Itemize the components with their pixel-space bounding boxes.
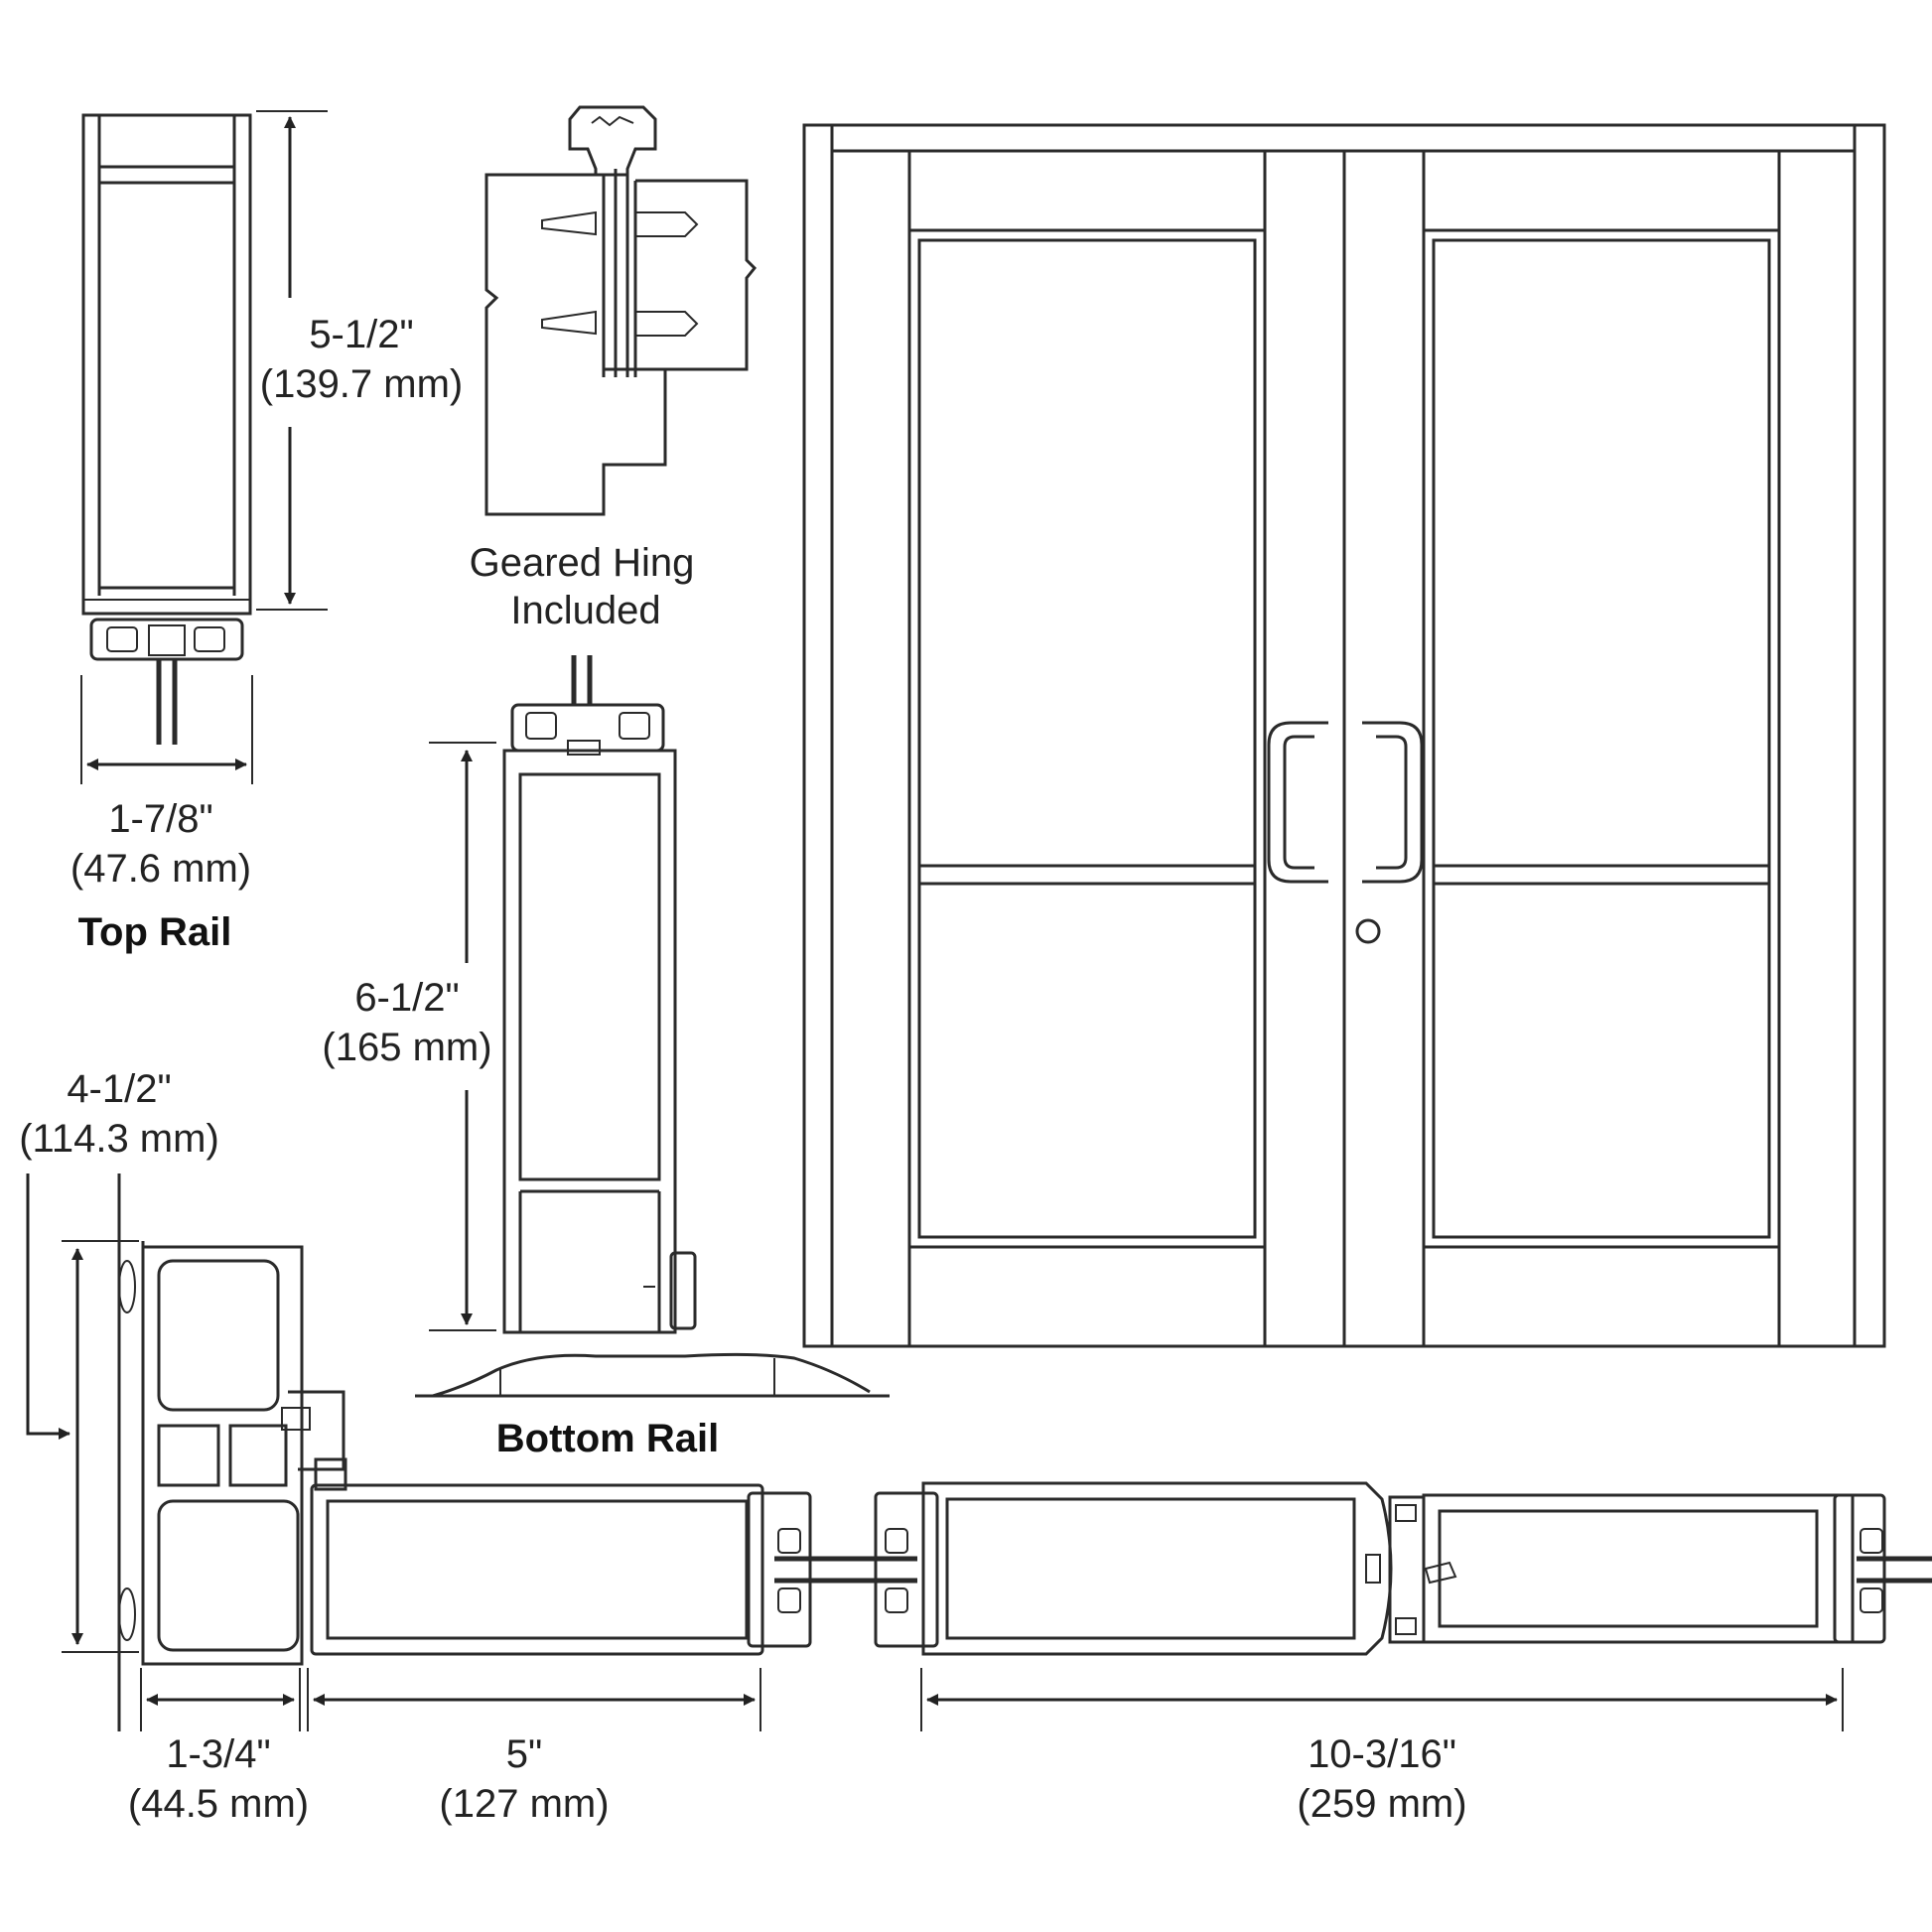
stile-height-in: 4-1/2" — [67, 1067, 171, 1111]
meeting-stile-width-mm: (259 mm) — [1297, 1782, 1466, 1826]
top-rail-width-in: 1-7/8" — [108, 797, 212, 841]
lock-cylinder-icon — [1355, 918, 1381, 944]
top-rail-title: Top Rail — [78, 910, 232, 954]
top-rail-profile — [81, 113, 252, 745]
right-door-leaf — [1422, 151, 1781, 1346]
top-rail-section: 5-1/2" (139.7 mm) 1-7/8" (47.6 mm) Top R… — [70, 110, 464, 954]
stile-depth-in: 1-3/4" — [166, 1732, 270, 1776]
left-door-leaf — [907, 151, 1267, 1346]
stile-width-mm: (127 mm) — [439, 1782, 609, 1826]
stile-height-mm: (114.3 mm) — [19, 1117, 219, 1161]
stile-width-in: 5" — [506, 1732, 542, 1776]
stile-depth-mm: (44.5 mm) — [128, 1782, 309, 1826]
top-rail-width-mm: (47.6 mm) — [70, 847, 251, 891]
bottom-rail-title: Bottom Rail — [496, 1417, 719, 1460]
hinge-label-line2: Included — [510, 589, 660, 632]
bottom-rail-profile — [415, 655, 890, 1398]
bottom-rail-height-mm: (165 mm) — [322, 1026, 491, 1069]
bottom-rail-section: 6-1/2" (165 mm) Bottom Rail — [322, 655, 890, 1460]
left-pull-handle — [1267, 721, 1328, 884]
meeting-stile-width-in: 10-3/16" — [1308, 1732, 1456, 1776]
bottom-rail-height-in: 6-1/2" — [354, 976, 459, 1020]
double-door-elevation — [802, 123, 1886, 1348]
geared-hinge-detail: Geared Hing Included — [470, 105, 758, 632]
hinge-label-line1: Geared Hing — [470, 541, 695, 585]
stile-plan-section: 4-1/2" (114.3 mm) 1-3/4" (44.5 mm) 5" (1… — [19, 1067, 1932, 1826]
right-pull-handle — [1362, 721, 1424, 884]
top-rail-height-mm: (139.7 mm) — [260, 362, 464, 406]
top-rail-height-in: 5-1/2" — [309, 313, 413, 356]
